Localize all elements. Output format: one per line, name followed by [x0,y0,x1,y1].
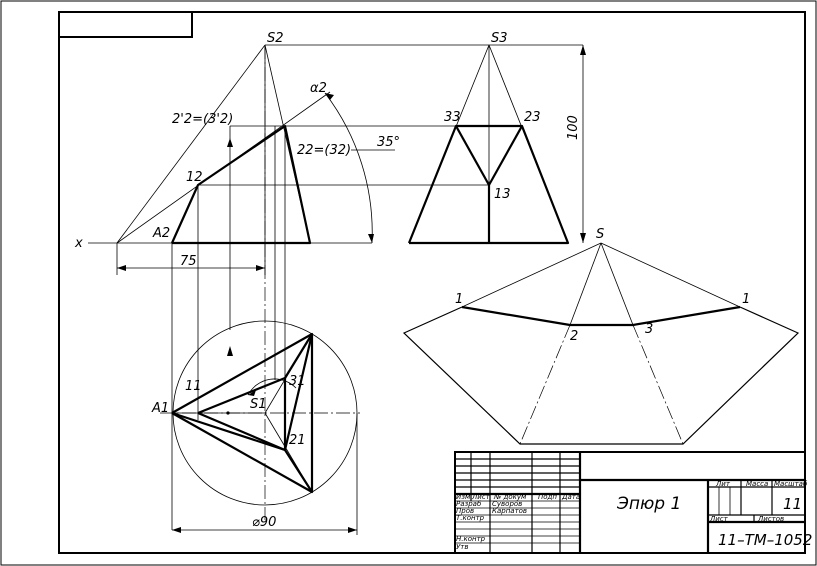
tb-header-date: Дата [561,493,580,501]
label-s1: S1 [250,397,267,412]
tb-role-developer: Разраб [456,500,482,508]
label-diameter: ⌀90 [252,515,276,530]
tb-name-checker: Карпатов [492,507,527,515]
label-3-3: 33 [444,110,461,125]
front-view [88,44,583,530]
tb-header-list: Лист [471,493,491,501]
label-1-3: 13 [494,187,511,202]
tb-scale-value: 11 [783,495,802,513]
tb-col-scale: Масштаб [774,480,808,488]
tb-sheet: Лист [709,515,729,523]
tb-sheets: Листов [757,515,784,523]
label-2-3: 23 [524,110,541,125]
label-dev-1-left: 1 [455,292,463,307]
tb-doc-code: 11–ТМ–1052 [718,531,812,549]
dimension-diameter [172,413,358,535]
title-block [454,451,806,554]
development [402,242,800,445]
tb-header-doc: № докум [493,493,527,501]
label-dev-3: 3 [645,322,653,337]
label-alpha2: α2 [310,81,327,96]
tb-title: Эпюр 1 [616,494,681,514]
tb-col-lit: Лит [715,480,731,488]
label-2-2-left: 2'2=(3'2) [172,112,233,127]
dimension-100 [580,45,586,243]
label-offset: 75 [180,254,197,269]
top-view [160,320,360,506]
label-s2: S2 [267,31,284,46]
label-3-1: 31 [289,374,306,389]
label-dev-1-right: 1 [742,292,750,307]
tb-role-tech-control: Т.контр [456,514,485,522]
label-a2: A2 [152,226,170,241]
tb-header-izm: Изм [456,493,471,501]
tb-role-norm-control: Н.контр [456,535,486,543]
tb-col-mass: Масса [746,480,768,488]
label-angle: 35° [377,135,400,150]
label-2-1: 21 [289,433,306,448]
label-dev-2: 2 [570,329,578,344]
tb-role-checker: Пров [456,507,474,515]
dimension-75 [116,243,266,275]
label-2-2-right: 22=(32) [297,143,351,158]
label-dev-s: S [596,227,604,242]
tb-name-developer: Суворов [492,500,522,508]
label-s3: S3 [491,31,508,46]
label-1-1: 11 [185,379,202,394]
side-view [407,44,570,245]
tb-header-sign: Подп [538,493,557,501]
label-1-2: 12 [186,170,203,185]
label-a1: A1 [151,401,169,416]
label-height: 100 [566,115,581,140]
corner-stamp-box [59,12,193,38]
tb-role-approved: Утв [456,543,468,551]
drawing-frame [58,11,806,554]
label-x-axis: x [74,236,83,251]
